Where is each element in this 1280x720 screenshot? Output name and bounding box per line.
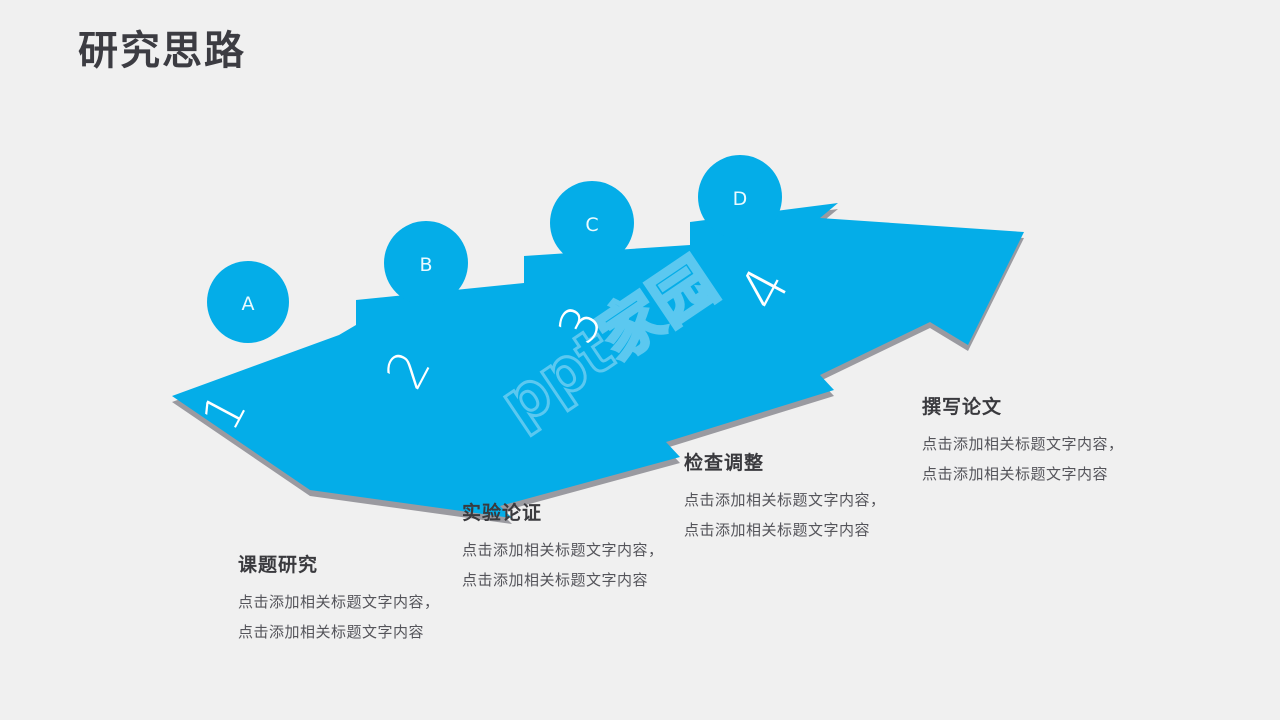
badge-c-label: C: [585, 214, 598, 236]
badge-b-label: B: [419, 254, 432, 276]
badge-a[interactable]: A: [207, 261, 289, 343]
step-text-block-2: 实验论证 点击添加相关标题文字内容，点击添加相关标题文字内容: [462, 498, 672, 595]
step-text-block-1: 课题研究 点击添加相关标题文字内容，点击添加相关标题文字内容: [238, 550, 448, 647]
badge-d-circle[interactable]: [698, 155, 782, 239]
badge-a-label: A: [242, 293, 255, 315]
badge-b-circle[interactable]: [384, 221, 468, 305]
badge-c[interactable]: C: [550, 181, 634, 265]
step-body-3: 点击添加相关标题文字内容，点击添加相关标题文字内容: [684, 491, 886, 539]
step-title-3: 检查调整: [684, 452, 765, 474]
step-title-1: 课题研究: [238, 554, 319, 576]
step-text-block-3: 检查调整 点击添加相关标题文字内容，点击添加相关标题文字内容: [684, 448, 894, 545]
badge-d-label: D: [733, 188, 748, 210]
step-body-2: 点击添加相关标题文字内容，点击添加相关标题文字内容: [462, 541, 664, 589]
badge-c-circle[interactable]: [550, 181, 634, 265]
step-title-4: 撰写论文: [922, 396, 1003, 418]
page-title: 研究思路: [78, 27, 246, 74]
step-body-1: 点击添加相关标题文字内容，点击添加相关标题文字内容: [238, 593, 440, 641]
badge-a-circle[interactable]: [207, 261, 289, 343]
badge-b[interactable]: B: [384, 221, 468, 305]
step-title-2: 实验论证: [462, 502, 543, 524]
step-text-block-4: 撰写论文 点击添加相关标题文字内容，点击添加相关标题文字内容: [922, 392, 1132, 489]
arrow-body: [172, 203, 1024, 518]
step-body-4: 点击添加相关标题文字内容，点击添加相关标题文字内容: [922, 435, 1124, 483]
badge-d[interactable]: D: [698, 155, 782, 239]
